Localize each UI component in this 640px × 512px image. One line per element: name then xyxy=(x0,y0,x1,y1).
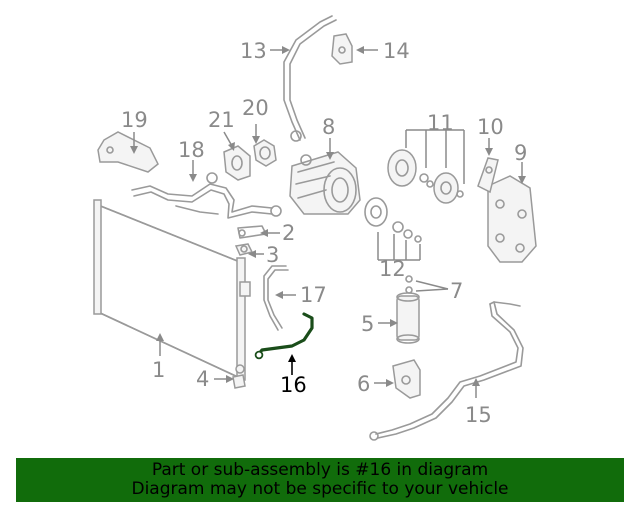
svg-text:10: 10 xyxy=(477,115,504,139)
callout-20: 20 xyxy=(242,96,269,144)
clamp-part[interactable] xyxy=(237,225,267,239)
callout-3: 3 xyxy=(248,243,279,267)
callout-16: 16 xyxy=(280,354,307,397)
clutch-set-part[interactable] xyxy=(387,149,464,204)
callout-19: 19 xyxy=(121,108,148,154)
callout-13: 13 xyxy=(240,39,290,63)
bracket-part-19[interactable] xyxy=(97,131,159,173)
grommet-part-20[interactable] xyxy=(253,139,277,167)
drier-bracket-part[interactable] xyxy=(392,359,421,399)
svg-text:14: 14 xyxy=(383,39,410,63)
svg-text:6: 6 xyxy=(357,372,370,396)
svg-text:12: 12 xyxy=(379,257,406,281)
notice-line-1: Part or sub-assembly is #16 in diagram xyxy=(151,460,489,480)
svg-text:8: 8 xyxy=(322,115,335,139)
callout-15: 15 xyxy=(465,378,492,427)
receiver-drier-part[interactable] xyxy=(396,292,420,344)
pipe-part-17[interactable] xyxy=(263,265,289,331)
svg-text:15: 15 xyxy=(465,403,492,427)
callout-1: 1 xyxy=(152,333,165,382)
callout-5: 5 xyxy=(361,312,398,336)
condenser-part[interactable] xyxy=(93,199,251,381)
compressor-bracket-part[interactable] xyxy=(487,175,537,263)
callout-10: 10 xyxy=(477,115,504,156)
callout-18: 18 xyxy=(178,138,205,182)
svg-text:18: 18 xyxy=(178,138,205,162)
callout-21: 21 xyxy=(208,108,235,151)
callout-14: 14 xyxy=(356,39,410,63)
svg-text:4: 4 xyxy=(196,367,209,391)
callout-8: 8 xyxy=(322,115,335,160)
svg-text:21: 21 xyxy=(208,108,235,132)
clutch-parts[interactable] xyxy=(364,197,422,243)
svg-text:2: 2 xyxy=(282,221,295,245)
o-ring-part[interactable] xyxy=(405,275,413,294)
callout-11: 11 xyxy=(405,111,465,184)
compressor-part[interactable] xyxy=(289,151,361,215)
svg-text:3: 3 xyxy=(266,243,279,267)
liquid-pipe-part[interactable] xyxy=(131,172,282,219)
svg-text:9: 9 xyxy=(514,141,527,165)
seal-part-21[interactable] xyxy=(223,145,251,181)
svg-text:16: 16 xyxy=(280,373,307,397)
svg-text:5: 5 xyxy=(361,312,374,336)
svg-text:19: 19 xyxy=(121,108,148,132)
callout-7: 7 xyxy=(415,279,463,303)
callout-17: 17 xyxy=(275,283,327,307)
callout-2: 2 xyxy=(260,221,295,245)
notice-line-2: Diagram may not be specific to your vehi… xyxy=(131,479,509,499)
svg-text:7: 7 xyxy=(450,279,463,303)
discharge-hose-part[interactable] xyxy=(283,15,337,142)
svg-text:1: 1 xyxy=(152,358,165,382)
notice-banner: Part or sub-assembly is #16 in diagram D… xyxy=(16,458,624,502)
callout-12: 12 xyxy=(377,232,421,281)
svg-text:11: 11 xyxy=(427,111,454,135)
svg-text:13: 13 xyxy=(240,39,267,63)
callout-9: 9 xyxy=(514,141,527,184)
condenser-mount-part[interactable] xyxy=(232,374,246,389)
callout-6: 6 xyxy=(357,372,394,396)
hose-bracket-part[interactable] xyxy=(331,33,353,65)
highlighted-pipe-part-16[interactable] xyxy=(254,312,314,360)
svg-text:17: 17 xyxy=(300,283,327,307)
svg-text:20: 20 xyxy=(242,96,269,120)
callout-4: 4 xyxy=(196,367,234,391)
small-bracket-part[interactable] xyxy=(477,157,499,194)
